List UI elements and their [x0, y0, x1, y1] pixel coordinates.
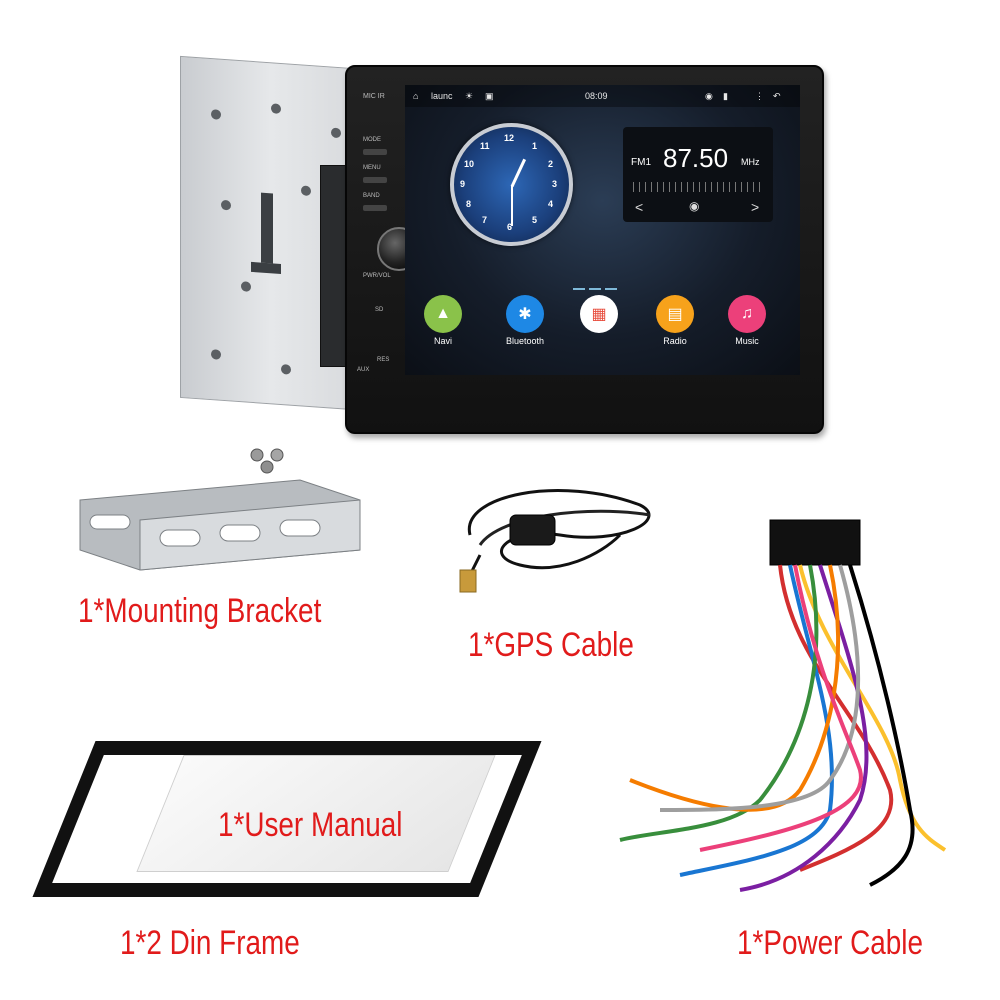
app-label: Bluetooth	[505, 336, 545, 346]
clock-number: 4	[548, 199, 554, 209]
clock-number: 9	[460, 179, 466, 189]
app-radio[interactable]: ▤ Radio	[651, 295, 699, 346]
radio-frequency: 87.50	[663, 143, 729, 173]
caption-mounting-bracket: 1*Mounting Bracket	[78, 592, 322, 630]
gallery-icon[interactable]: ▣	[485, 91, 494, 101]
radio-prev-button[interactable]: <	[635, 199, 644, 215]
mounting-bracket	[79, 479, 361, 571]
clock-number: 11	[480, 141, 490, 151]
app-label: Navi	[433, 336, 452, 346]
radio-icon: ▤	[656, 295, 694, 333]
clock-number: 2	[548, 159, 554, 169]
power-cable-harness	[619, 519, 947, 892]
clock-number: 3	[552, 179, 558, 189]
apps-grid-icon: ▦	[580, 295, 618, 333]
navi-icon: ▲	[424, 295, 462, 333]
radio-unit: MHz	[741, 157, 760, 167]
mode-label: MODE	[363, 137, 381, 143]
clock-number: 10	[464, 159, 475, 169]
more-icon[interactable]: ⋮	[755, 91, 764, 101]
back-icon[interactable]: ↶	[773, 91, 781, 101]
tuning-scale	[633, 182, 763, 192]
clock-number: 6	[507, 222, 513, 232]
res-label: RES	[377, 357, 390, 363]
band-label: BAND	[363, 193, 380, 199]
caption-2-din-frame: 1*2 Din Frame	[120, 924, 300, 962]
mode-button[interactable]	[363, 149, 387, 155]
bluetooth-icon: ✱	[506, 295, 544, 333]
caption-gps-cable: 1*GPS Cable	[468, 626, 634, 664]
hour-hand	[510, 158, 526, 187]
status-bar: ⌂ launc ☀ ▣ 08:09 ◉ ▮ ⋮ ↶	[405, 85, 800, 107]
app-navi[interactable]: ▲ Navi	[419, 295, 467, 346]
status-time: 08:09	[585, 91, 608, 101]
music-icon: ♫	[728, 295, 766, 333]
home-icon[interactable]: ⌂	[413, 91, 419, 101]
app-label: Radio	[663, 336, 687, 346]
touchscreen[interactable]: ⌂ launc ☀ ▣ 08:09 ◉ ▮ ⋮ ↶ 12 1 2 3 4 5 6…	[405, 85, 800, 375]
analog-clock-widget[interactable]: 12 1 2 3 4 5 6 7 8 9 10 11	[450, 123, 573, 246]
mic-ir-label: MIC IR	[363, 93, 385, 100]
radio-next-button[interactable]: >	[751, 199, 760, 215]
app-label: Music	[735, 336, 759, 346]
clock-number: 12	[504, 133, 515, 143]
app-music[interactable]: ♫ Music	[723, 295, 771, 346]
radio-band: FM1	[631, 157, 651, 168]
caption-power-cable: 1*Power Cable	[737, 924, 923, 962]
screws	[250, 448, 284, 474]
clock-number: 8	[466, 199, 472, 209]
location-icon: ◉	[705, 91, 713, 101]
launcher-label: launc	[431, 91, 453, 101]
app-bluetooth[interactable]: ✱ Bluetooth	[501, 295, 549, 346]
caption-user-manual: 1*User Manual	[218, 806, 403, 844]
battery-icon: ▮	[723, 91, 728, 101]
clock-number: 1	[532, 141, 538, 151]
radio-widget[interactable]: FM1 87.50 MHz < ◉ >	[623, 127, 773, 222]
car-stereo-head-unit: MIC IR MODE MENU BAND PWR/VOL SD RES AUX…	[180, 55, 824, 434]
radio-signal-icon: ◉	[689, 199, 700, 213]
gps-cable	[459, 489, 651, 593]
aux-label: AUX	[357, 367, 370, 373]
page-indicator	[573, 277, 621, 295]
menu-label: MENU	[363, 165, 381, 171]
minute-hand	[510, 185, 513, 226]
pwr-vol-label: PWR/VOL	[363, 273, 391, 279]
app-apps-grid[interactable]: ▦	[575, 295, 623, 336]
menu-button[interactable]	[363, 177, 387, 183]
sd-label: SD	[375, 307, 384, 313]
brightness-icon[interactable]: ☀	[465, 91, 474, 101]
clock-number: 7	[482, 215, 488, 225]
band-button[interactable]	[363, 205, 387, 211]
clock-number: 5	[532, 215, 538, 225]
